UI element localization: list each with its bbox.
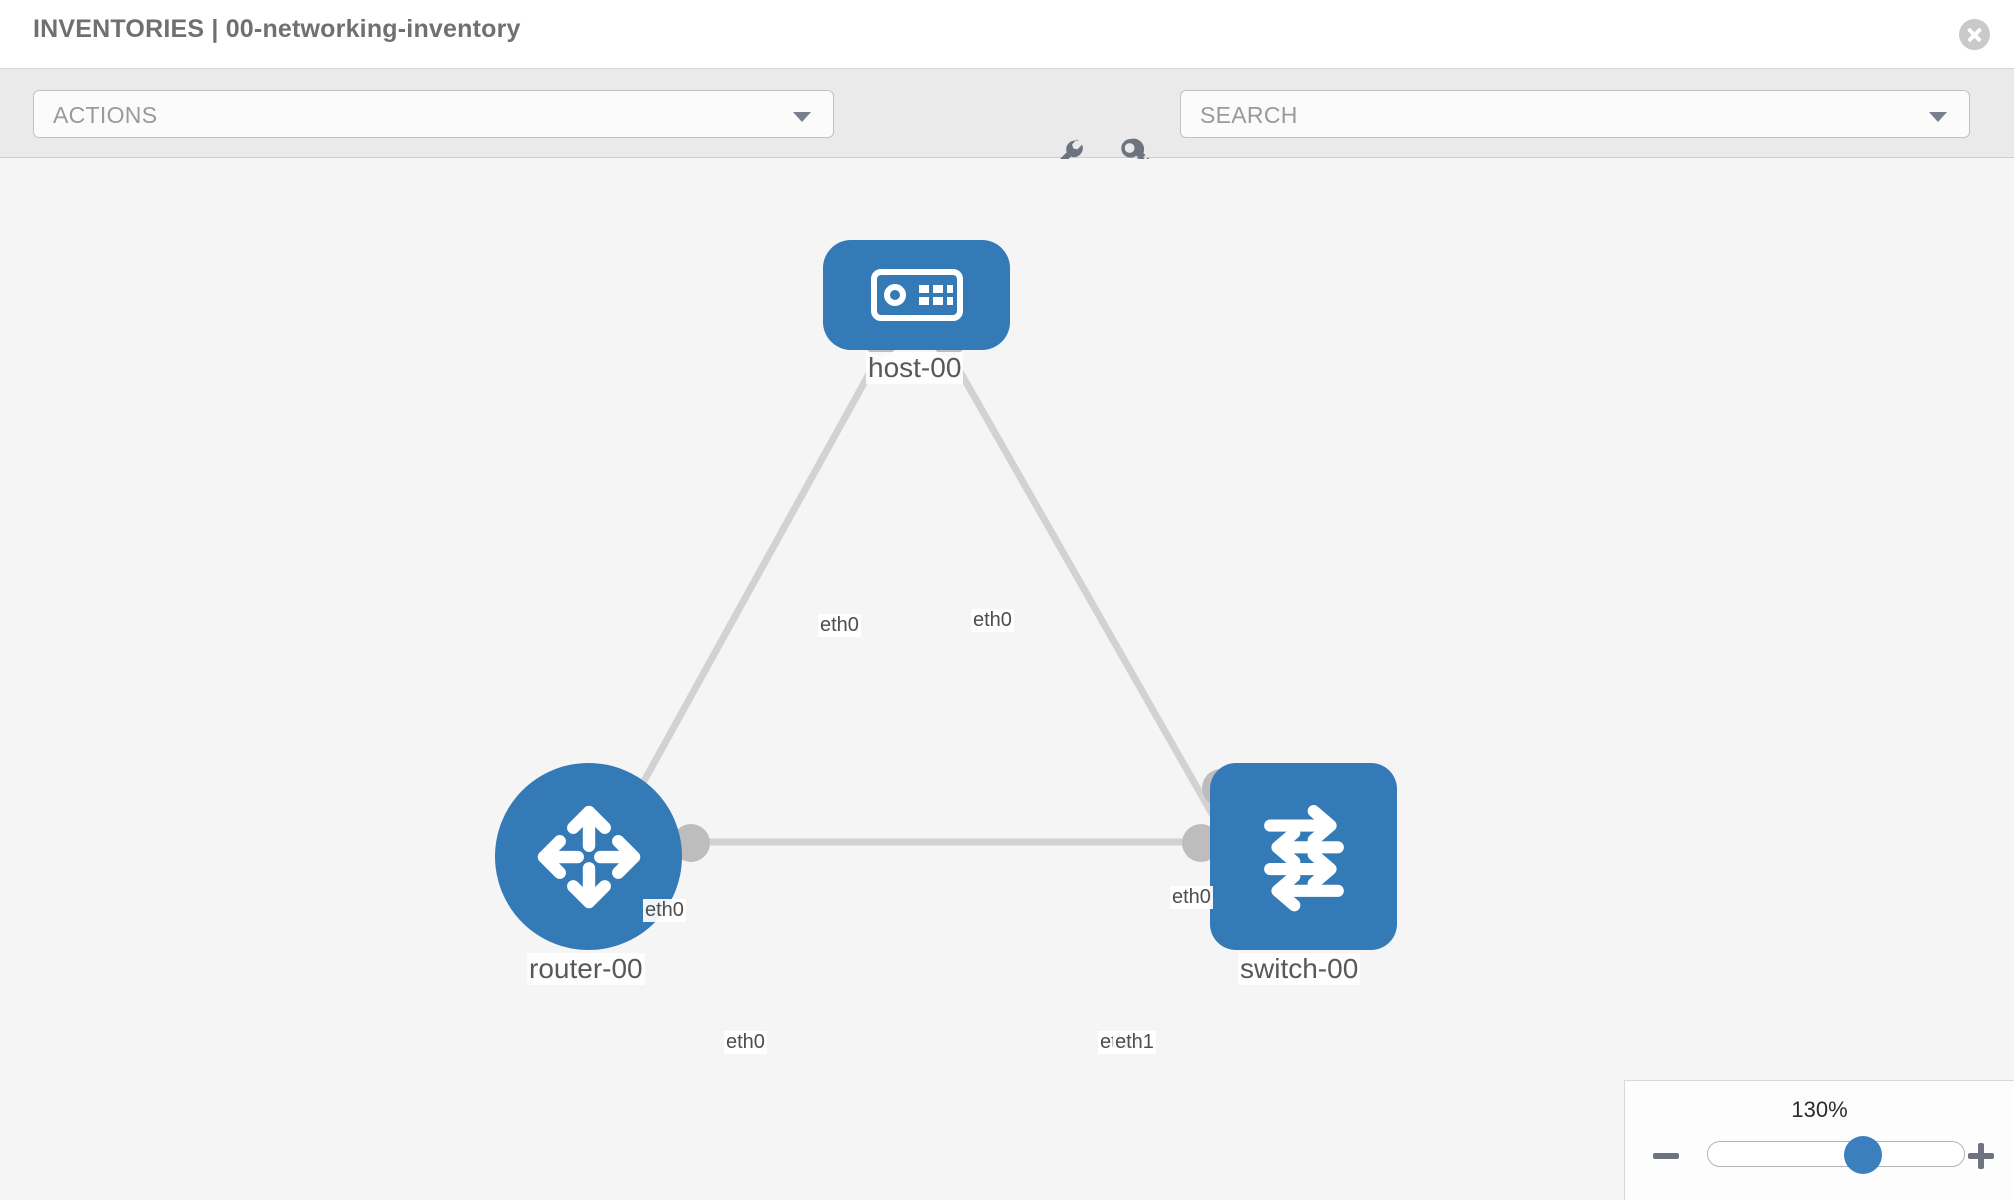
page-header: INVENTORIES | 00-networking-inventory	[0, 0, 2014, 69]
node-switch-00[interactable]: switch-00	[1210, 763, 1397, 985]
node-switch-00-shape[interactable]	[1210, 763, 1397, 950]
actions-dropdown-label: ACTIONS	[53, 102, 158, 128]
topology-edges	[608, 352, 1219, 846]
actions-dropdown[interactable]: ACTIONS	[33, 90, 834, 138]
server-appliance-icon	[870, 269, 963, 321]
edge-label-switch-router-eth1: eth1	[1113, 1031, 1156, 1054]
zoom-out-button[interactable]	[1653, 1143, 1679, 1169]
search-placeholder: SEARCH	[1200, 102, 1298, 128]
zoom-slider-track[interactable]	[1707, 1136, 1965, 1174]
toolbar: ACTIONS SEARCH	[0, 69, 2014, 172]
edge-label-switch-host: eth0	[1170, 886, 1213, 909]
topology-canvas[interactable]: host-00 router-00 switch-00 eth0 eth0 e	[0, 159, 2014, 1200]
node-router-00-label: router-00	[527, 953, 645, 985]
zoom-in-button[interactable]	[1968, 1143, 1994, 1169]
search-chevron-down-icon[interactable]	[1929, 112, 1947, 122]
edge-label-host-router: eth0	[818, 614, 861, 637]
zoom-slider-thumb[interactable]	[1844, 1136, 1883, 1174]
close-icon[interactable]	[1959, 19, 1990, 50]
page-title: INVENTORIES | 00-networking-inventory	[33, 15, 521, 43]
node-host-00-shape[interactable]	[823, 240, 1010, 350]
node-router-00[interactable]: router-00	[495, 763, 682, 985]
switch-arrows-icon	[1263, 804, 1344, 911]
chevron-down-icon	[793, 112, 811, 122]
router-arrows-icon	[537, 805, 640, 908]
node-host-00[interactable]: host-00	[823, 240, 1010, 384]
edge-label-router-switch: eth0	[724, 1031, 767, 1054]
edge-label-router-host: eth0	[643, 899, 686, 922]
zoom-level-value: 130%	[1791, 1097, 1848, 1122]
search-input[interactable]: SEARCH	[1180, 90, 1970, 138]
edge-label-host-switch: eth0	[971, 609, 1014, 632]
zoom-control-panel: 130%	[1624, 1080, 2014, 1200]
node-host-00-label: host-00	[866, 352, 964, 384]
node-switch-00-label: switch-00	[1238, 953, 1361, 985]
